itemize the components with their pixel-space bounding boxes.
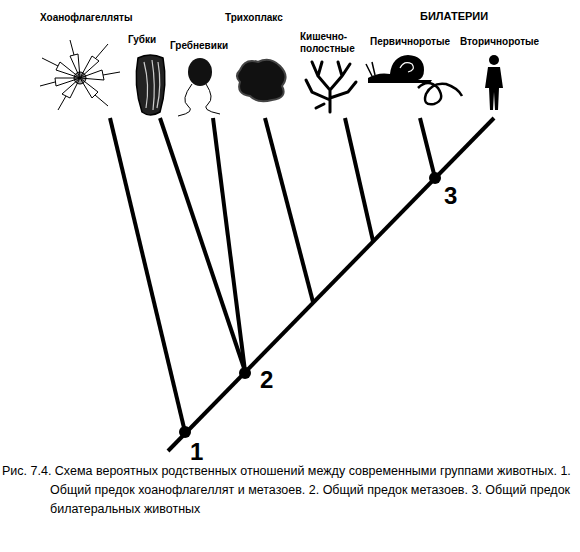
branch-line: [345, 118, 373, 241]
branch-line: [213, 118, 245, 371]
figure-caption: Рис. 7.4. Схема вероятных родственных от…: [2, 462, 576, 519]
snail-icon: [366, 55, 432, 83]
taxon-label: Губки: [128, 34, 168, 46]
worm-icon: [418, 83, 462, 104]
taxon-label: Первичноротые: [370, 36, 460, 48]
taxon-label: Вторичноротые: [460, 36, 550, 48]
taxon-label: Хоанофлагелляты: [40, 12, 130, 24]
branch-line: [420, 118, 435, 178]
cnidarian-icon: [306, 62, 356, 112]
human-icon: [485, 55, 503, 110]
branch-line: [265, 118, 313, 302]
taxon-label: Гребневики: [170, 40, 240, 52]
taxon-label: Кишечно- полостные: [300, 31, 356, 54]
callout-number: 3: [444, 182, 464, 210]
tree-lines: [110, 118, 494, 451]
node-dot: [239, 367, 251, 379]
ctenophore-icon: [178, 58, 220, 116]
group-label: БИЛАТЕРИИ: [420, 10, 510, 23]
node-dot: [179, 426, 191, 438]
node-dot: [429, 172, 441, 184]
callout-number: 1: [190, 438, 210, 466]
trichoplax-icon: [237, 60, 286, 102]
callout-number: 2: [260, 366, 280, 394]
node-dots: [179, 172, 441, 438]
branch-line: [160, 118, 245, 371]
choanoflagellate-icon: [40, 40, 120, 110]
taxon-label: Трихоплакс: [225, 12, 305, 24]
sponge-icon: [136, 55, 165, 115]
